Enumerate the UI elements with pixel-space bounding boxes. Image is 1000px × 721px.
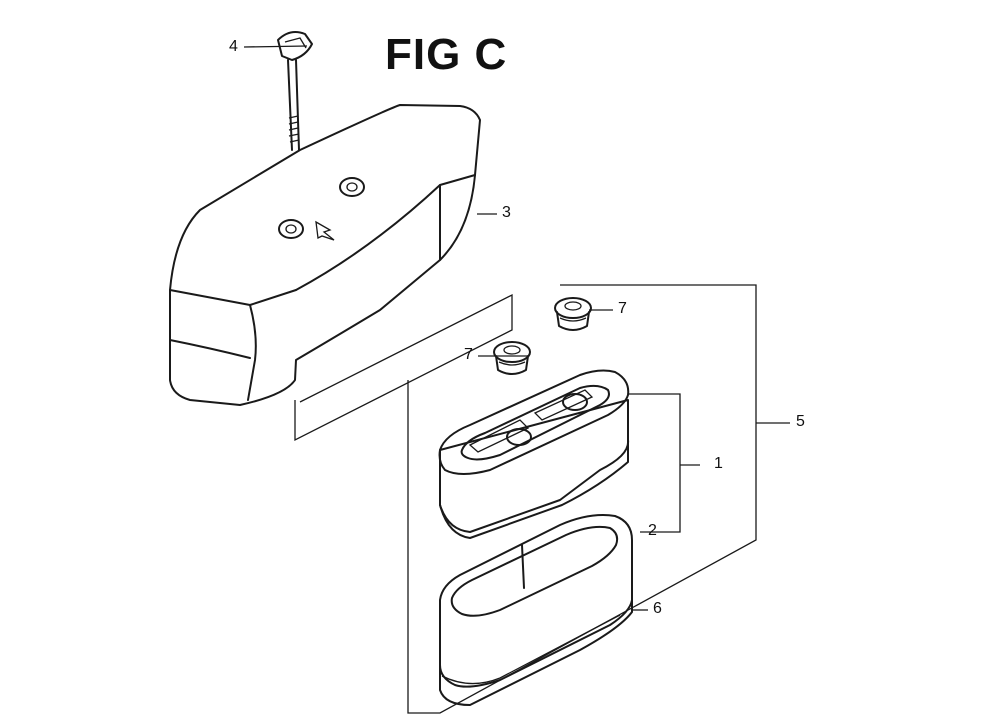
callout-2: 2 <box>648 522 657 539</box>
callout-7-right: 7 <box>618 300 627 317</box>
callout-6: 6 <box>653 600 662 617</box>
part-3-air-cleaner-cover <box>169 104 481 406</box>
part-6-pre-cleaner <box>439 514 633 706</box>
callout-3: 3 <box>502 204 511 221</box>
callout-4: 4 <box>229 38 238 55</box>
callout-5: 5 <box>796 413 805 430</box>
assembly-bracket-lines <box>294 284 757 714</box>
part-1-air-filter-element <box>438 369 630 539</box>
callout-1: 1 <box>714 455 723 472</box>
leader-lines <box>243 45 790 611</box>
part-7-grommet-right <box>554 297 592 331</box>
figure-title: FIG C <box>385 30 508 79</box>
part-4-wing-nut <box>277 31 313 151</box>
callout-7-left: 7 <box>464 346 473 363</box>
part-7-grommet-left <box>493 341 531 375</box>
